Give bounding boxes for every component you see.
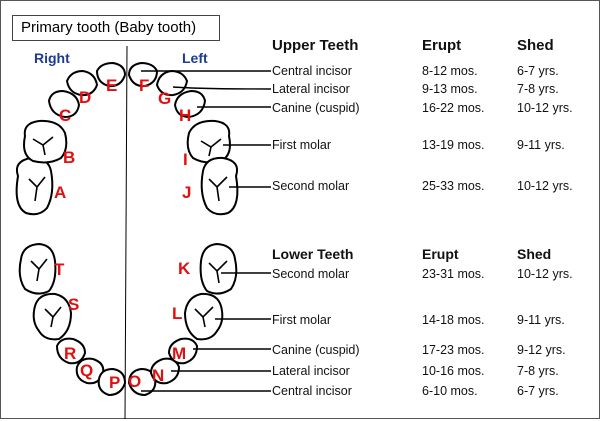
midline bbox=[124, 45, 128, 420]
letter-m: M bbox=[172, 344, 186, 363]
lower-row-erupt: 17-23 mos. bbox=[422, 343, 485, 357]
upper-row-erupt: 16-22 mos. bbox=[422, 101, 485, 115]
letter-q: Q bbox=[80, 361, 93, 380]
tooth-j bbox=[200, 156, 239, 216]
upper-row-erupt: 25-33 mos. bbox=[422, 179, 485, 193]
upper-shed-header: Shed bbox=[517, 37, 554, 54]
tooth-e bbox=[95, 61, 127, 88]
tooth-i bbox=[186, 119, 231, 164]
tooth-b bbox=[23, 119, 68, 164]
upper-row-name: Central incisor bbox=[272, 64, 352, 78]
right-side-label: Right bbox=[34, 50, 70, 66]
upper-row-name: Second molar bbox=[272, 179, 350, 193]
lower-row-name: Lateral incisor bbox=[272, 364, 350, 378]
lower-row-name: Central incisor bbox=[272, 384, 352, 398]
tooth-m bbox=[167, 337, 199, 365]
lower-row-name: Second molar bbox=[272, 267, 350, 281]
letter-s: S bbox=[68, 295, 79, 314]
lower-row-name: Canine (cuspid) bbox=[272, 343, 360, 357]
tooth-r bbox=[55, 337, 87, 365]
upper-erupt-header: Erupt bbox=[422, 37, 462, 54]
letter-e: E bbox=[106, 76, 117, 95]
lower-row-shed: 7-8 yrs. bbox=[517, 364, 559, 378]
lower-row-erupt: 6-10 mos. bbox=[422, 384, 478, 398]
tooth-h bbox=[173, 89, 207, 119]
leader-lines bbox=[141, 70, 272, 392]
letter-i: I bbox=[183, 150, 188, 169]
tooth-t bbox=[18, 242, 57, 295]
left-side-label: Left bbox=[182, 50, 208, 66]
lower-row-erupt: 10-16 mos. bbox=[422, 364, 485, 378]
upper-row-erupt: 8-12 mos. bbox=[422, 64, 478, 78]
tooth-g bbox=[155, 69, 189, 97]
letter-a: A bbox=[54, 183, 66, 202]
upper-row-erupt: 9-13 mos. bbox=[422, 82, 478, 96]
lower-row-erupt: 14-18 mos. bbox=[422, 313, 485, 327]
tooth-p bbox=[97, 367, 127, 397]
upper-row-name: Canine (cuspid) bbox=[272, 101, 360, 115]
letter-l: L bbox=[172, 304, 182, 323]
upper-row-shed: 10-12 yrs. bbox=[517, 179, 573, 193]
lower-row-name: First molar bbox=[272, 313, 332, 327]
lower-row-shed: 10-12 yrs. bbox=[517, 267, 573, 281]
lower-row-erupt: 23-31 mos. bbox=[422, 267, 485, 281]
lower-erupt-header: Erupt bbox=[422, 246, 459, 262]
lower-row-shed: 9-11 yrs. bbox=[517, 313, 565, 327]
lower-shed-header: Shed bbox=[517, 246, 552, 262]
upper-teeth-header: Upper Teeth bbox=[272, 37, 359, 54]
tooth-letters: A B C D E F G H I J K L M N O P Q R S T bbox=[54, 76, 191, 392]
upper-row-name: First molar bbox=[272, 138, 332, 152]
letter-o: O bbox=[128, 372, 141, 391]
letter-n: N bbox=[152, 366, 164, 385]
upper-row-shed: 7-8 yrs. bbox=[517, 82, 559, 96]
letter-b: B bbox=[63, 148, 75, 167]
letter-p: P bbox=[109, 373, 120, 392]
upper-row-shed: 6-7 yrs. bbox=[517, 64, 559, 78]
tooth-d bbox=[65, 69, 99, 97]
tooth-c bbox=[47, 89, 81, 119]
diagram-title: Primary tooth (Baby tooth) bbox=[12, 15, 220, 41]
upper-row-shed: 9-11 yrs. bbox=[517, 138, 565, 152]
lower-teeth-header: Lower Teeth bbox=[272, 246, 354, 262]
letter-g: G bbox=[158, 89, 171, 108]
tooth-a bbox=[15, 156, 54, 216]
letter-d: D bbox=[79, 88, 91, 107]
upper-row-erupt: 13-19 mos. bbox=[422, 138, 485, 152]
lower-row-shed: 6-7 yrs. bbox=[517, 384, 559, 398]
upper-row-name: Lateral incisor bbox=[272, 82, 350, 96]
upper-tooth-markings bbox=[28, 136, 228, 202]
leader-upper-lateral bbox=[172, 86, 272, 90]
letter-f: F bbox=[139, 76, 149, 95]
lower-tooth-markings bbox=[30, 258, 228, 328]
letter-c: C bbox=[59, 106, 71, 125]
letter-r: R bbox=[64, 344, 76, 363]
letter-h: H bbox=[179, 106, 191, 125]
tooth-n bbox=[149, 357, 181, 385]
letter-j: J bbox=[182, 183, 191, 202]
lower-row-shed: 9-12 yrs. bbox=[517, 343, 566, 357]
letter-t: T bbox=[54, 260, 65, 279]
upper-row-shed: 10-12 yrs. bbox=[517, 101, 573, 115]
letter-k: K bbox=[178, 259, 191, 278]
